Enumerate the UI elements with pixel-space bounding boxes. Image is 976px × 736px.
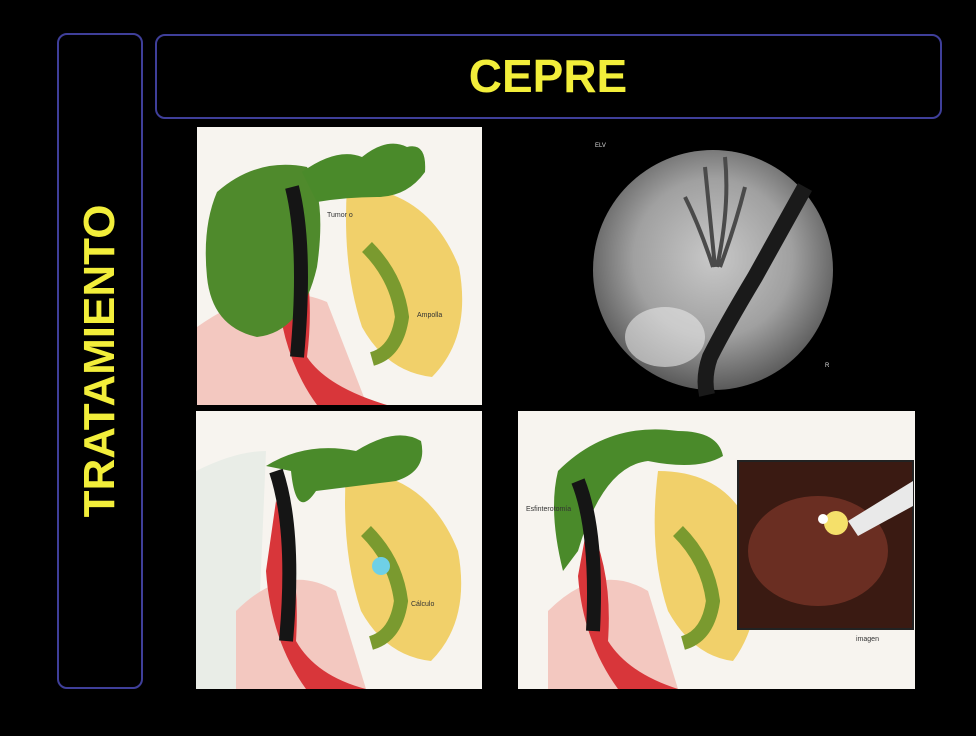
svg-text:Esfinterotomía: Esfinterotomía: [526, 506, 571, 513]
svg-text:imagen: imagen: [856, 636, 879, 643]
side-label: TRATAMIENTO: [75, 205, 125, 518]
svg-text:ELV: ELV: [595, 143, 606, 149]
fluoroscopy-cholangiogram: ELV R: [585, 127, 850, 407]
illustration-gallbladder-obstruction: Tumor o Ampolla: [197, 127, 482, 405]
illustration-stone-extraction-with-endoscopic-inset: Esfinterotomía imagen: [518, 411, 915, 689]
svg-text:Tumor o: Tumor o: [327, 212, 353, 219]
svg-text:R: R: [825, 363, 830, 369]
svg-text:Cálculo: Cálculo: [411, 601, 434, 608]
slide-title: CEPRE: [469, 49, 627, 103]
svg-text:Ampolla: Ampolla: [417, 312, 442, 319]
illustration-stone-in-duct: Cálculo: [196, 411, 482, 689]
